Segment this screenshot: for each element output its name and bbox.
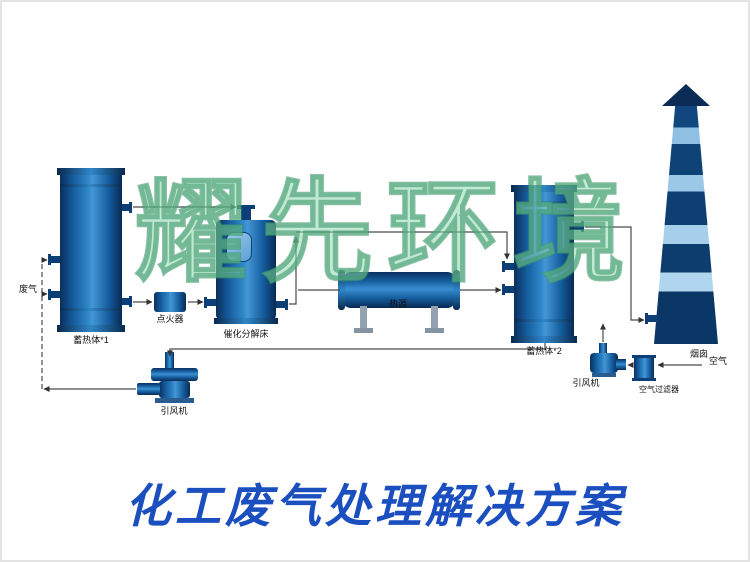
- air-filter-label: 空气过滤器: [639, 385, 679, 394]
- nozzle: [505, 263, 514, 270]
- fan-left-base: [155, 398, 194, 403]
- nozzle-flange: [502, 261, 505, 272]
- nozzle-flange: [581, 221, 584, 232]
- bed-bottom-flange: [214, 318, 278, 324]
- air-filter-box: [634, 355, 654, 381]
- air-filter-flange: [632, 355, 656, 358]
- page-title: 化工废气处理解决方案: [125, 481, 625, 532]
- heat-source-cylinder: [338, 270, 460, 334]
- nozzle-flange: [645, 313, 648, 324]
- vessel-bottom-flange: [57, 325, 125, 332]
- nozzle: [51, 256, 60, 263]
- flow-line: [167, 343, 546, 357]
- cylinder-cap-right: [453, 270, 460, 310]
- nozzle: [122, 298, 131, 305]
- heat-accumulator-2-label: 蓄热体*2: [526, 346, 562, 356]
- cylinder-cap-left: [338, 270, 345, 310]
- nozzle: [648, 315, 658, 322]
- vessel-body: [60, 175, 122, 325]
- bed-window: [226, 232, 252, 262]
- heat-source-label: 热源: [388, 299, 407, 309]
- flow-line: [585, 226, 645, 323]
- nozzle: [574, 223, 583, 230]
- vessel-seam: [514, 319, 574, 322]
- nozzle: [276, 301, 285, 308]
- flow-line: [289, 236, 299, 305]
- heat-accumulator-2-vessel: [502, 185, 584, 343]
- vessel-bottom-flange: [511, 336, 577, 343]
- fan-left-top: [151, 368, 198, 381]
- catalytic-bed-label: 催化分解床: [223, 329, 269, 339]
- air-filter-flange: [632, 378, 656, 381]
- cylinder-foot: [425, 328, 444, 333]
- fan-right-base: [592, 373, 616, 377]
- cylinder-leg: [431, 306, 438, 329]
- bed-top-flange: [237, 205, 255, 209]
- fan-left-pipe: [165, 352, 174, 372]
- nozzle-flange: [285, 299, 288, 310]
- cylinder-body: [342, 272, 456, 308]
- heat-accumulator-1-vessel: [48, 168, 132, 332]
- fan-right-inlet: [616, 359, 626, 370]
- air-label: 空气: [708, 356, 727, 366]
- cylinder-foot: [354, 328, 373, 333]
- vessel-seam: [60, 184, 122, 187]
- vessel-top-flange: [57, 168, 125, 175]
- nozzle-flange: [204, 297, 207, 308]
- catalytic-bed-vessel: [204, 205, 288, 324]
- nozzle-flange: [48, 289, 51, 300]
- fan-left-label: 引风机: [160, 406, 188, 416]
- chimney-label: 烟囱: [689, 349, 708, 359]
- vessel-seam: [60, 308, 122, 311]
- igniter-box: [154, 292, 186, 312]
- vessel-seam: [514, 201, 574, 204]
- fan-right-label: 引风机: [572, 378, 600, 388]
- nozzle-flange: [48, 254, 51, 265]
- cylinder-leg: [360, 306, 367, 329]
- flow-line: [296, 231, 510, 260]
- waste-gas-label: 废气: [18, 284, 37, 294]
- heat-accumulator-1-label: 蓄热体*1: [73, 335, 109, 345]
- fan-right-pipe: [599, 343, 607, 356]
- fan-left-body: [159, 381, 190, 398]
- chimney-stack: [645, 84, 718, 344]
- vessel-body: [514, 192, 574, 336]
- nozzle-flange: [129, 202, 132, 213]
- fan-left-outlet: [137, 383, 160, 395]
- nozzle-flange: [129, 296, 132, 307]
- chimney-cap: [662, 84, 710, 106]
- nozzle: [505, 286, 514, 293]
- chimney-body: [654, 106, 718, 344]
- fan-right-body: [590, 353, 618, 373]
- vessel-top-flange: [511, 185, 577, 192]
- bed-top-pipe: [241, 208, 251, 220]
- nozzle: [207, 299, 216, 306]
- nozzle: [51, 291, 60, 298]
- nozzle: [122, 204, 131, 211]
- nozzle-flange: [502, 284, 505, 295]
- igniter-label: 点火器: [156, 314, 184, 324]
